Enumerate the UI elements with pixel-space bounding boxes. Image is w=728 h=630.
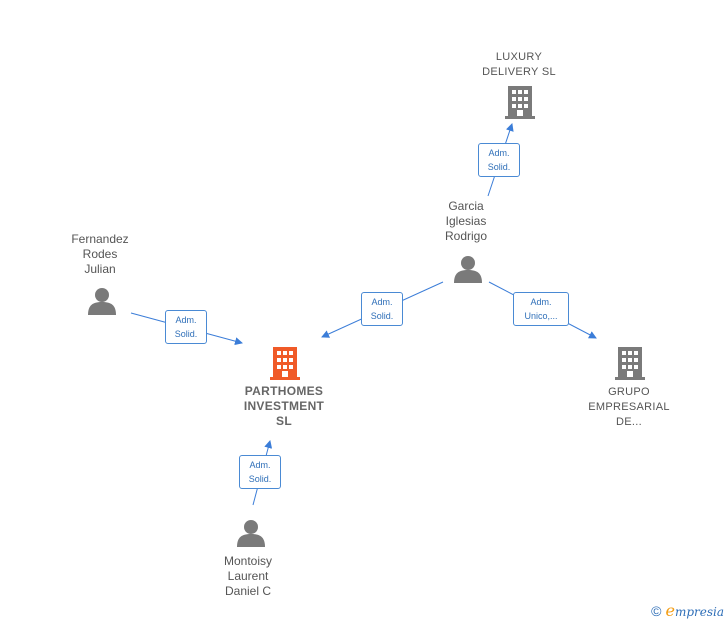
building-icon[interactable] <box>615 347 645 380</box>
company-label-parthomes[interactable]: PARTHOMES INVESTMENT SL <box>243 384 325 428</box>
copyright-icon: © <box>651 603 662 619</box>
brand-name: mpresia <box>674 605 724 619</box>
building-icon[interactable] <box>270 347 300 380</box>
brand-letter: e <box>665 601 675 620</box>
person-label-garcia[interactable]: Garcia Iglesias Rodrigo <box>444 199 488 243</box>
building-icon[interactable] <box>505 86 535 119</box>
person-icon[interactable] <box>237 520 265 547</box>
edge-label-garcia-grupo: Adm. Unico,... <box>513 292 569 326</box>
edge-label-garcia-parthomes: Adm. Solid. <box>361 292 403 326</box>
brand-logo: ©empresia <box>651 601 724 620</box>
person-icon[interactable] <box>88 288 116 315</box>
edge-label-montoisy-parthomes: Adm. Solid. <box>239 455 281 489</box>
person-label-montoisy[interactable]: Montoisy Laurent Daniel C <box>223 554 273 598</box>
edge-label-fernandez-parthomes: Adm. Solid. <box>165 310 207 344</box>
person-icon[interactable] <box>454 256 482 283</box>
company-label-grupo[interactable]: GRUPO EMPRESARIAL DE... <box>588 386 670 428</box>
person-label-fernandez[interactable]: Fernandez Rodes Julian <box>71 232 129 276</box>
edge-label-garcia-luxury: Adm. Solid. <box>478 143 520 177</box>
company-label-luxury-delivery[interactable]: LUXURY DELIVERY SL <box>482 51 556 78</box>
